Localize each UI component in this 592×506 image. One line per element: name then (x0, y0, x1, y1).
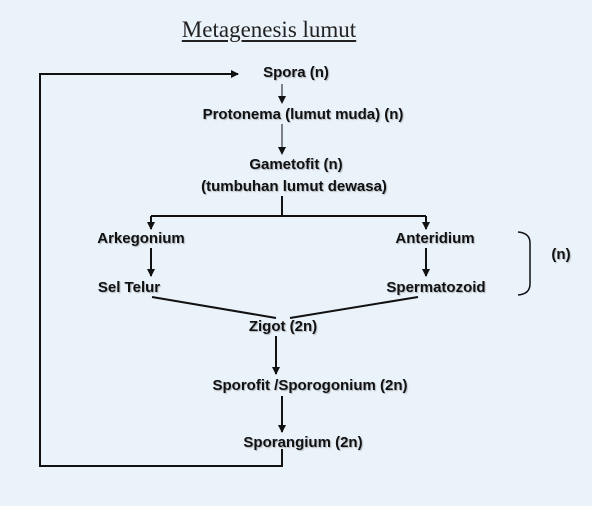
line-spermatozoid-zigot (289, 296, 419, 319)
cycle-return-line (39, 70, 283, 467)
node-protonema: Protonema (lumut muda) (n) (202, 106, 404, 123)
node-spora: Spora (n) (263, 64, 329, 81)
node-gametofit-desc: (tumbuhan lumut dewasa) (201, 178, 387, 195)
node-sel-telur: Sel Telur (97, 279, 161, 296)
node-spermatozoid: Spermatozoid (386, 279, 486, 296)
node-sporofit: Sporofit /Sporogonium (2n) (212, 377, 408, 394)
node-zigot: Zigot (2n) (248, 318, 318, 335)
node-sporangium: Sporangium (2n) (243, 434, 363, 451)
node-arkegonium: Arkegonium (97, 230, 185, 247)
line-seltelur-zigot (151, 296, 277, 319)
node-anteridium: Anteridium (395, 230, 475, 247)
node-gametofit: Gametofit (n) (249, 156, 343, 173)
ploidy-label: (n) (551, 246, 571, 263)
ploidy-bracket (517, 231, 531, 296)
diagram-title: Metagenesis lumut (181, 17, 357, 42)
